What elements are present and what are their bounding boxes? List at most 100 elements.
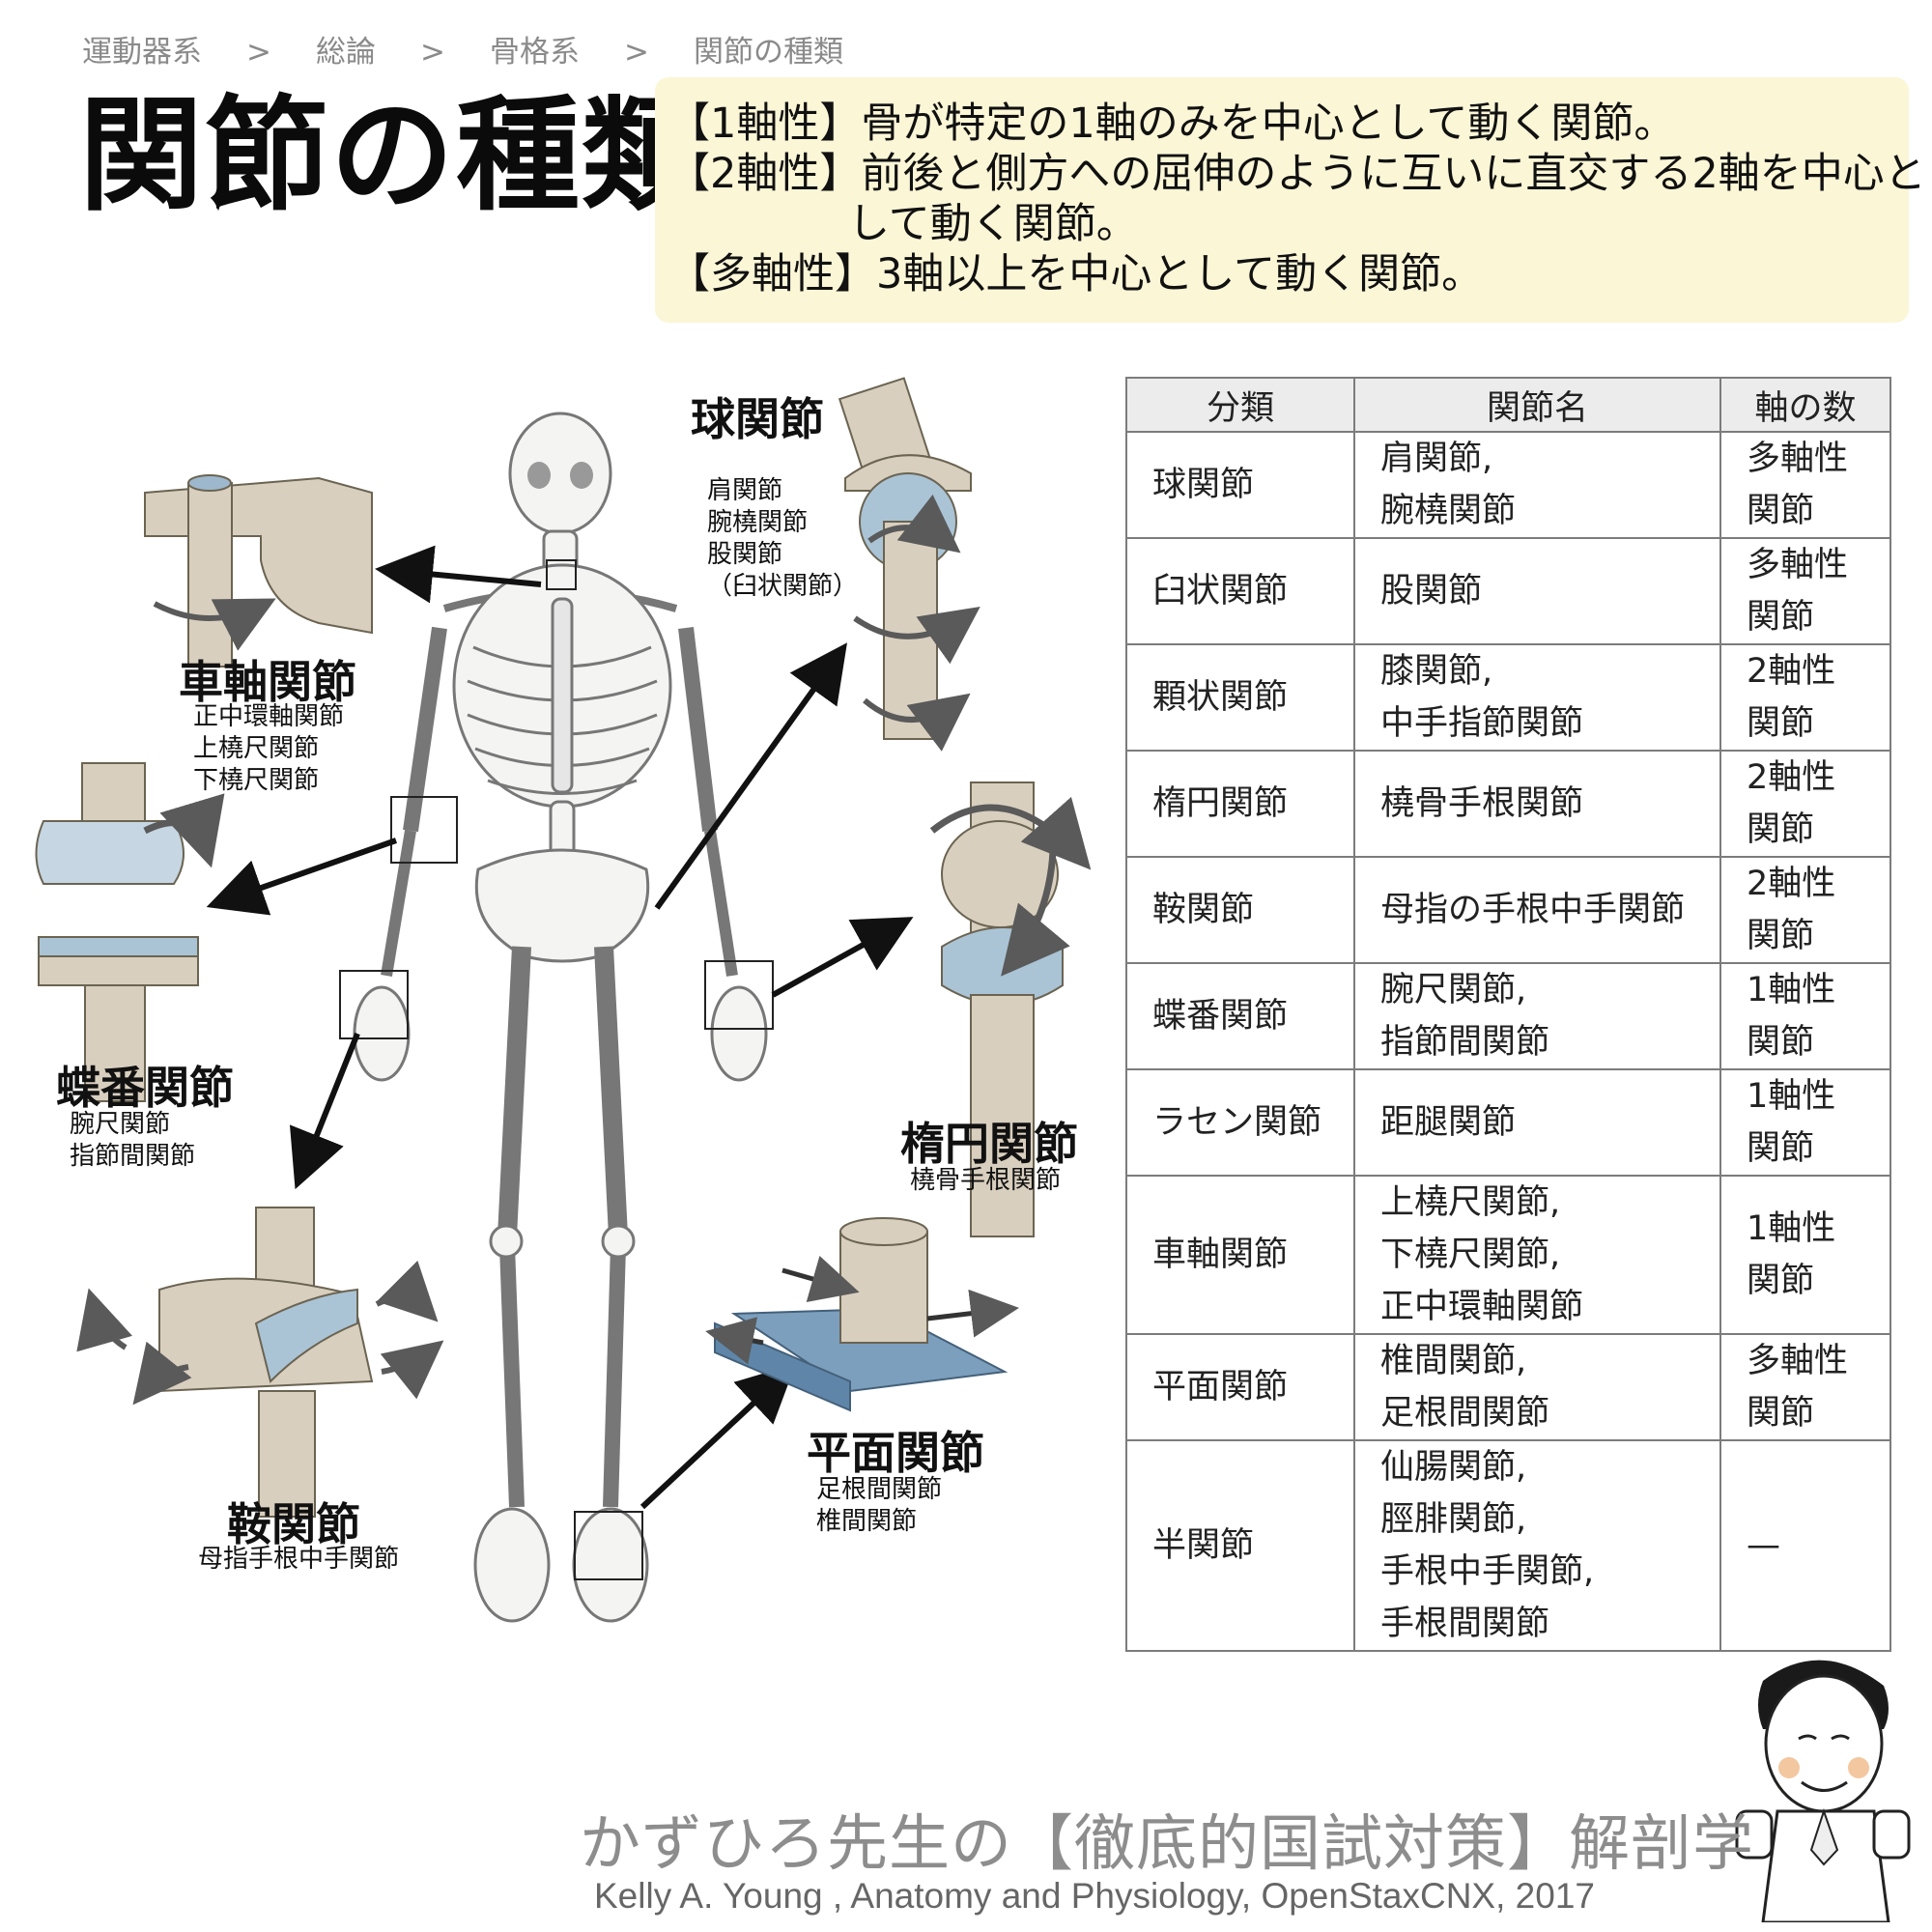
joint-illustration: [35, 377, 1092, 1623]
cell-type: 半関節: [1125, 1439, 1355, 1652]
definition-multiaxial: 【多軸性】3軸以上を中心として動く関節。: [668, 250, 1484, 298]
table-row: 平面関節 椎間関節,足根間関節 多軸性関節: [1125, 1333, 1891, 1441]
axis-line: 1軸性: [1747, 971, 1836, 1009]
definition-biaxial-cont: して動く関節。: [848, 200, 1138, 248]
ellipsoid-joint-examples: 橈骨手根関節: [910, 1165, 1061, 1197]
plane-joint-examples: 足根間関節 椎間関節: [816, 1474, 942, 1538]
table-row: 顆状関節 膝関節,中手指節関節 2軸性関節: [1125, 643, 1891, 752]
table-row: 車軸関節 上橈尺関節,下橈尺関節,正中環軸関節 1軸性関節: [1125, 1175, 1891, 1335]
table-row: 半関節 仙腸関節,脛腓関節,手根中手関節,手根間関節 —: [1125, 1439, 1891, 1652]
ellipsoid-joint-model: [929, 781, 1092, 1237]
axis-line: 関節: [1747, 1023, 1815, 1062]
plane-joint-model: [705, 1217, 1019, 1412]
saddle-joint-model: [76, 1207, 444, 1518]
column-header-name: 関節名: [1353, 377, 1721, 433]
ball-joint-model: [838, 377, 980, 752]
example-item: 母指手根中手関節: [198, 1545, 400, 1574]
definition-biaxial: 【2軸性】前後と側方への屈伸のように互いに直交する2軸を中心と: [668, 150, 1926, 198]
axis-line: 関節: [1747, 1129, 1815, 1168]
right-humerus: [678, 627, 718, 832]
breadcrumb-separator: >: [246, 35, 271, 70]
table-row: 蝶番関節 腕尺関節,指節間関節 1軸性関節: [1125, 962, 1891, 1070]
axis-line: 2軸性: [1747, 758, 1836, 797]
cell-names: 上橈尺関節,下橈尺関節,正中環軸関節: [1353, 1175, 1721, 1335]
example-item: 指節間関節: [70, 1142, 196, 1171]
name-line: 股関節: [1380, 572, 1483, 611]
left-foot: [473, 1507, 551, 1623]
column-header-axis: 軸の数: [1719, 377, 1891, 433]
cell-names: 膝関節, 中手指節関節: [1353, 643, 1721, 752]
right-forearm: [704, 830, 738, 977]
axis-line: 多軸性: [1747, 440, 1849, 478]
axis-line: 1軸性: [1747, 1209, 1836, 1248]
name-line: 手根間関節: [1380, 1605, 1550, 1643]
definition-box: 【1軸性】骨が特定の1軸のみを中心として動く関節。 【2軸性】前後と側方への屈伸…: [655, 77, 1926, 323]
cell-axis: 多軸性関節: [1719, 537, 1891, 645]
pivot-joint-label: 車軸関節: [179, 656, 356, 708]
hinge-joint-examples: 腕尺関節 指節間関節: [70, 1109, 195, 1173]
cell-axis: 2軸性関節: [1719, 856, 1891, 964]
cell-axis: —: [1719, 1439, 1891, 1652]
breadcrumb-item[interactable]: 総論: [315, 35, 376, 70]
definition-text: 前後と側方への屈伸のように互いに直交する2軸を中心と: [861, 150, 1926, 198]
axis-line: 関節: [1747, 598, 1815, 637]
table-header-row: 分類 関節名 軸の数: [1125, 377, 1891, 433]
right-knee: [601, 1224, 636, 1259]
name-line: 中手指節関節: [1380, 704, 1584, 743]
cell-axis: 1軸性関節: [1719, 962, 1891, 1070]
cell-axis: 多軸性関節: [1719, 431, 1891, 539]
name-line: 仙腸関節,: [1380, 1448, 1527, 1487]
left-hand: [353, 985, 411, 1082]
cell-names: 腕尺関節,指節間関節: [1353, 962, 1721, 1070]
name-line: 橈骨手根関節: [1380, 784, 1584, 823]
right-tibia: [603, 1245, 626, 1508]
cell-type: 楕円関節: [1125, 750, 1355, 858]
definition-tag: 【2軸性】: [668, 150, 862, 198]
example-item: 腕橈関節: [707, 508, 809, 537]
name-line: 母指の手根中手関節: [1380, 891, 1686, 929]
axis-line: 関節: [1747, 1394, 1815, 1433]
hinge-joint-label: 蝶番関節: [56, 1062, 234, 1114]
ball-joint-label: 球関節: [691, 393, 824, 445]
name-line: 距腿関節: [1380, 1103, 1517, 1142]
axis-line: 2軸性: [1747, 652, 1836, 691]
axis-line: 関節: [1747, 810, 1815, 849]
axis-line: 関節: [1747, 492, 1815, 530]
definition-uniaxial: 【1軸性】骨が特定の1軸のみを中心として動く関節。: [668, 99, 1675, 148]
sternum-spine: [551, 597, 574, 794]
example-item: 股関節: [707, 540, 783, 569]
joint-classification-table: 分類 関節名 軸の数 球関節 肩関節,腕橈関節 多軸性関節 臼状関節 股関節 多…: [1125, 377, 1891, 1652]
cell-type: ラセン関節: [1125, 1068, 1355, 1177]
name-line: 肩関節,: [1380, 440, 1493, 478]
cell-names: 仙腸関節,脛腓関節,手根中手関節,手根間関節: [1353, 1439, 1721, 1652]
breadcrumb-item[interactable]: 骨格系: [489, 35, 580, 70]
breadcrumb-item[interactable]: 運動器系: [82, 35, 202, 70]
pointer-arrows: [206, 545, 914, 1510]
saddle-joint-label: 鞍関節: [227, 1498, 360, 1550]
plane-joint-label: 平面関節: [807, 1427, 984, 1479]
example-item: 正中環軸関節: [193, 702, 345, 731]
axis-line: —: [1747, 1526, 1780, 1565]
name-line: 足根間関節: [1380, 1394, 1550, 1433]
cell-axis: 1軸性関節: [1719, 1175, 1891, 1335]
axis-line: 2軸性: [1747, 865, 1836, 903]
cell-names: 距腿関節: [1353, 1068, 1721, 1177]
name-line: 腕尺関節,: [1380, 971, 1527, 1009]
axis-line: 多軸性: [1747, 546, 1849, 584]
cell-type: 鞍関節: [1125, 856, 1355, 964]
table-row: 球関節 肩関節,腕橈関節 多軸性関節: [1125, 431, 1891, 539]
cell-type: 車軸関節: [1125, 1175, 1355, 1335]
author-caricature: [1735, 1660, 1911, 1922]
name-line: 膝関節,: [1380, 652, 1493, 691]
example-item: 下橈尺関節: [193, 766, 320, 795]
pivot-joint-examples: 正中環軸関節 上橈尺関節 下橈尺関節: [193, 701, 344, 797]
cell-type: 球関節: [1125, 431, 1355, 539]
saddle-joint-examples: 母指手根中手関節: [198, 1544, 399, 1576]
name-line: 正中環軸関節: [1380, 1288, 1584, 1326]
cell-axis: 2軸性関節: [1719, 750, 1891, 858]
cell-type: 蝶番関節: [1125, 962, 1355, 1070]
axis-line: 関節: [1747, 1262, 1815, 1300]
example-item: （臼状関節）: [707, 572, 859, 601]
definition-text: 3軸以上を中心として動く関節。: [876, 250, 1484, 298]
axis-line: 関節: [1747, 917, 1815, 955]
